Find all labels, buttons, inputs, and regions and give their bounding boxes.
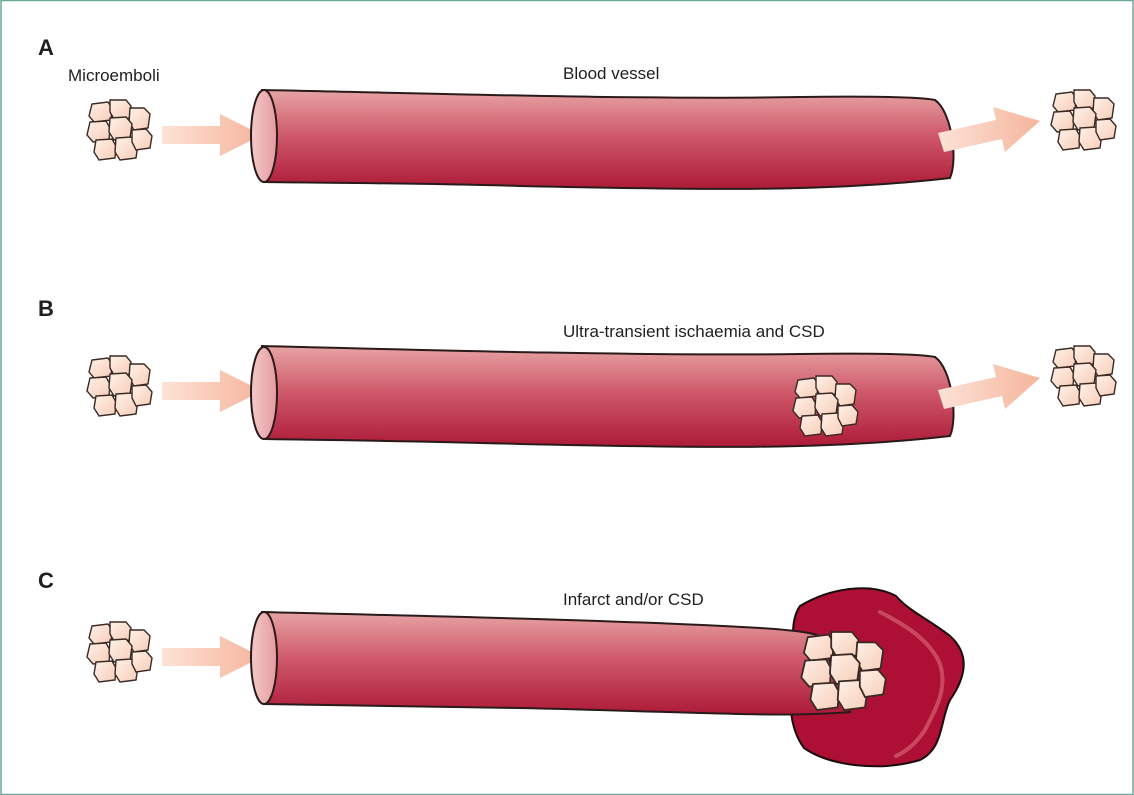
panel-c-caption: Infarct and/or CSD	[563, 590, 704, 609]
arrow-out-b	[938, 364, 1040, 409]
arrow-in-b	[162, 370, 262, 412]
microemboli-cluster-a-in	[87, 100, 152, 160]
panel-a-letter: A	[38, 35, 54, 60]
panel-a: A Microemboli Blood vessel	[38, 35, 1116, 189]
microemboli-cluster-a-out	[1051, 90, 1116, 150]
panel-b-caption: Ultra-transient ischaemia and CSD	[563, 322, 825, 341]
vessel-b-lumen	[251, 347, 277, 439]
vessel-a-lumen	[251, 90, 277, 182]
vessel-c	[262, 612, 850, 715]
microemboli-cluster-b-out	[1051, 346, 1116, 406]
arrow-in-c	[162, 636, 262, 678]
arrow-in-a	[162, 114, 262, 156]
microemboli-cluster-b-in	[87, 356, 152, 416]
panel-c-letter: C	[38, 568, 54, 593]
microemboli-cluster-c-in	[87, 622, 152, 682]
panel-a-caption: Blood vessel	[563, 64, 659, 83]
arrow-out-a	[938, 107, 1040, 152]
panel-b: B Ultra-transient ischaemia and CSD	[38, 296, 1116, 447]
vessel-c-lumen	[251, 612, 277, 704]
panel-c: C Infarct and/or CSD	[38, 568, 964, 766]
microemboli-label: Microemboli	[68, 66, 160, 85]
panel-b-letter: B	[38, 296, 54, 321]
vessel-a	[262, 90, 954, 189]
